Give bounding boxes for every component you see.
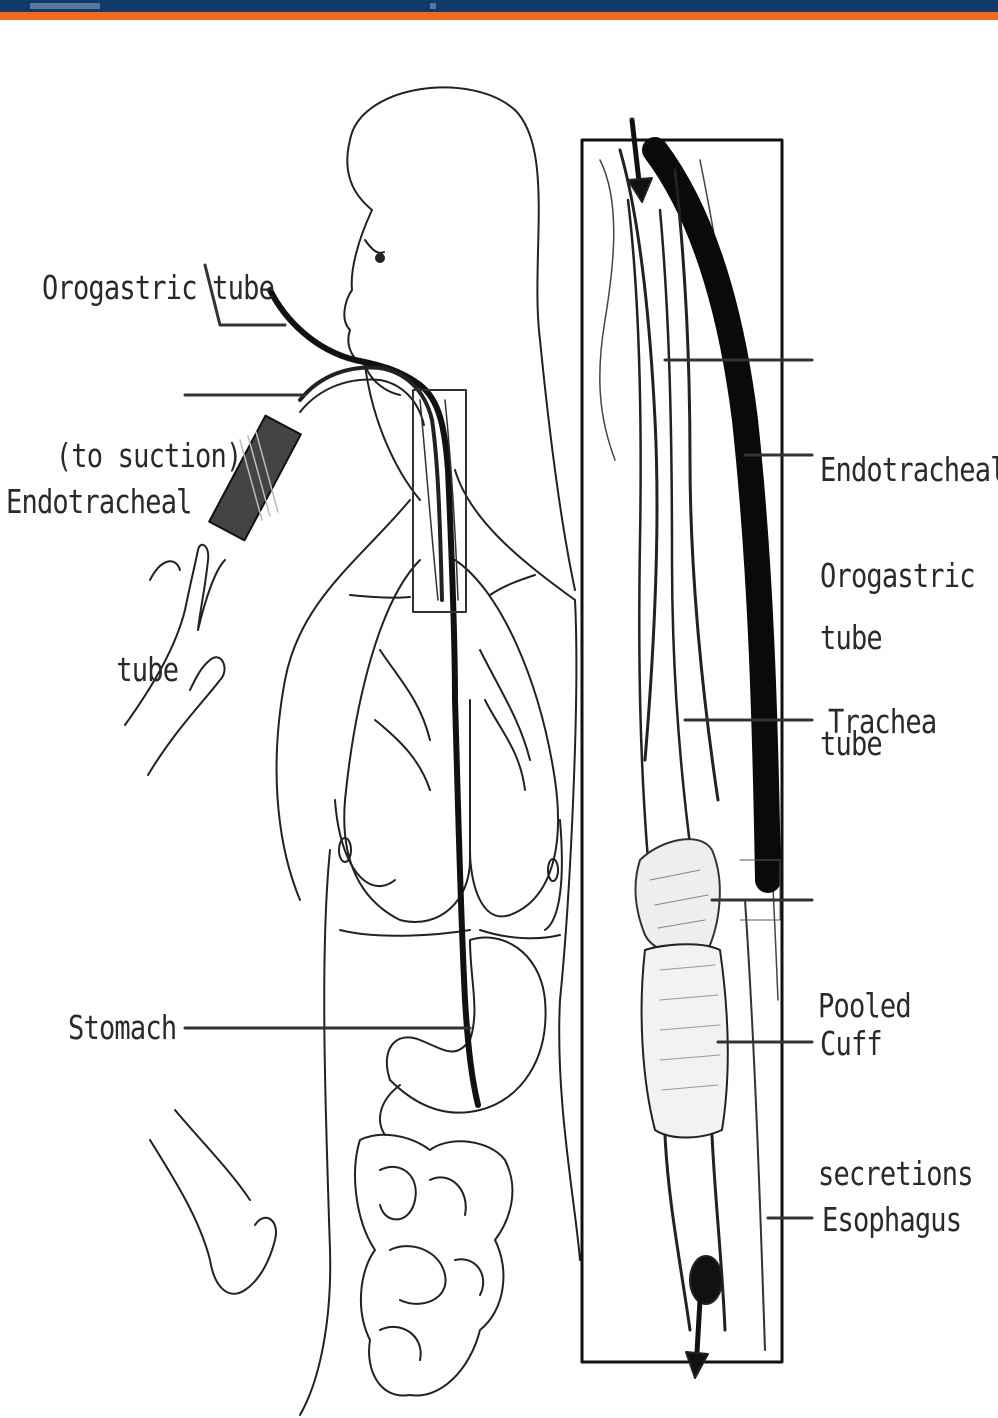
- label-line: Endotracheal: [6, 474, 178, 530]
- label-esophagus: Esophagus: [822, 1192, 961, 1248]
- trachea-esophagus-inset: [582, 120, 782, 1378]
- label-orogastric-tube-right: Orogastric tube: [820, 436, 975, 828]
- label-trachea: Trachea: [828, 694, 936, 750]
- label-stomach: Stomach: [68, 1000, 176, 1056]
- hand-icon: [150, 1110, 276, 1294]
- label-line: tube: [6, 642, 178, 698]
- label-cuff: Cuff: [820, 1016, 882, 1072]
- label-line: Orogastric tube: [42, 260, 255, 316]
- label-endotracheal-tube-left: Endotracheal tube: [6, 362, 178, 754]
- label-line: Orogastric: [820, 548, 975, 604]
